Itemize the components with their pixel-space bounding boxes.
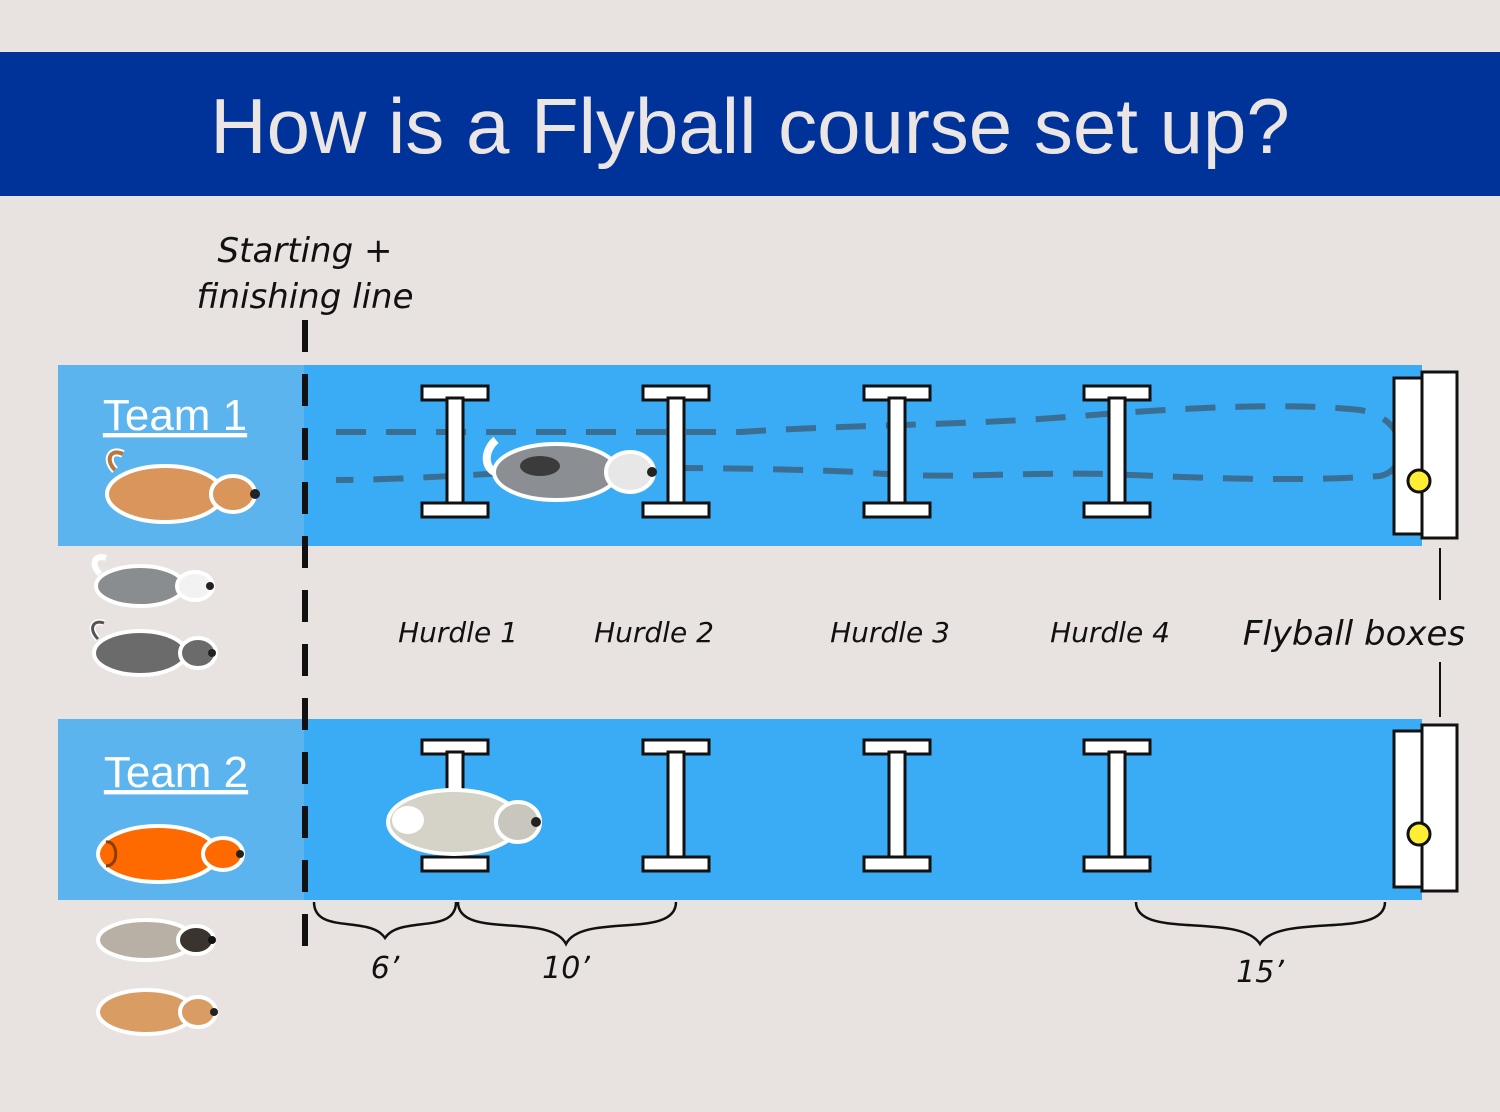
dog-icon <box>98 990 218 1034</box>
flyball-boxes-label: Flyball boxes <box>1243 614 1465 654</box>
ball-icon <box>1408 823 1430 845</box>
brace-hurdle-4-to-box <box>1136 902 1385 944</box>
lane-team-1 <box>58 365 1422 546</box>
flyball-box-2 <box>1394 725 1457 891</box>
page-title: How is a Flyball course set up? <box>210 82 1289 170</box>
team-2-label: Team 2 <box>104 748 248 797</box>
hurdle-1-label: Hurdle 1 <box>398 616 518 649</box>
hurdle-3-label: Hurdle 3 <box>830 616 950 649</box>
dog-icon <box>95 557 214 606</box>
ball-icon <box>1408 470 1430 492</box>
brace-start-to-hurdle-1 <box>314 902 456 938</box>
start-line-label-1: Starting + <box>218 231 393 271</box>
hurdle-4-label: Hurdle 4 <box>1050 616 1170 649</box>
distance-start-hurdle: 6’ <box>371 951 400 986</box>
brace-between-hurdles <box>458 902 676 944</box>
dog-icon <box>98 920 216 960</box>
distance-between-hurdles: 10’ <box>542 951 590 986</box>
dog-icon <box>93 622 216 675</box>
flyball-box-1 <box>1394 372 1457 538</box>
lane-team-2 <box>58 719 1422 900</box>
distance-hurdle-box: 15’ <box>1236 955 1284 990</box>
hurdle-2-label: Hurdle 2 <box>594 616 714 649</box>
start-line-label-2: finishing line <box>197 277 414 317</box>
team-1-label: Team 1 <box>103 391 247 440</box>
